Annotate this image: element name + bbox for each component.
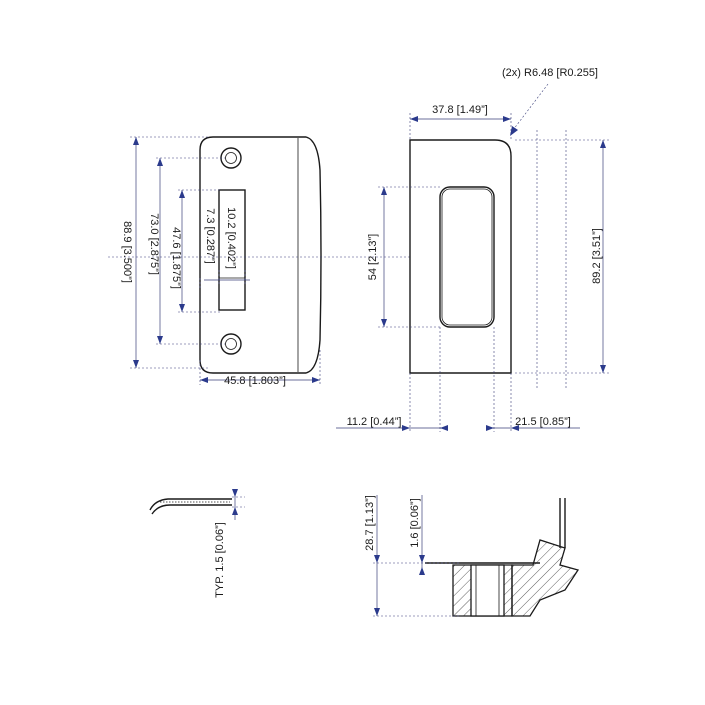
front-plate-outline [199, 136, 322, 374]
label-pocket-height: 54 [2.13”] [367, 234, 379, 280]
label-depth-total: 28.7 [1.13”] [364, 495, 376, 551]
label-width-side: 37.8 [1.49”] [432, 104, 488, 116]
thickness-detail [149, 489, 245, 520]
side-view-dimensions [336, 83, 610, 432]
front-view [199, 136, 322, 374]
label-height-slot: 47.6 [1.875”] [170, 227, 182, 289]
latch-slot [218, 189, 246, 311]
label-offset-left: 11.2 [0.44”] [347, 416, 402, 428]
label-radius: (2x) R6.48 [R0.255] [502, 67, 598, 79]
label-slot-width-inner: 7.3 [0.287”] [204, 208, 216, 264]
section-view [425, 498, 580, 617]
label-height-hole-centers: 73.0 [2.875”] [148, 213, 160, 275]
label-thickness: TYP. 1.5 [0.06”] [214, 522, 226, 598]
label-pocket-depth: 21.5 [0.85”] [515, 416, 571, 428]
side-view [409, 139, 512, 374]
side-pocket [439, 186, 495, 328]
side-box-outline [409, 139, 512, 374]
front-view-dimensions [108, 136, 410, 385]
label-lip: 1.6 [0.06”] [409, 498, 421, 548]
label-height-side: 89.2 [3.51”] [591, 228, 603, 284]
label-width-front: 45.8 [1.803”] [224, 375, 286, 387]
section-view-dimensions [373, 495, 460, 617]
strike-box-section [470, 564, 505, 617]
label-slot-width-outer: 10.2 [0.402”] [225, 207, 237, 269]
label-height-front: 88.9 [3.500”] [121, 221, 133, 283]
